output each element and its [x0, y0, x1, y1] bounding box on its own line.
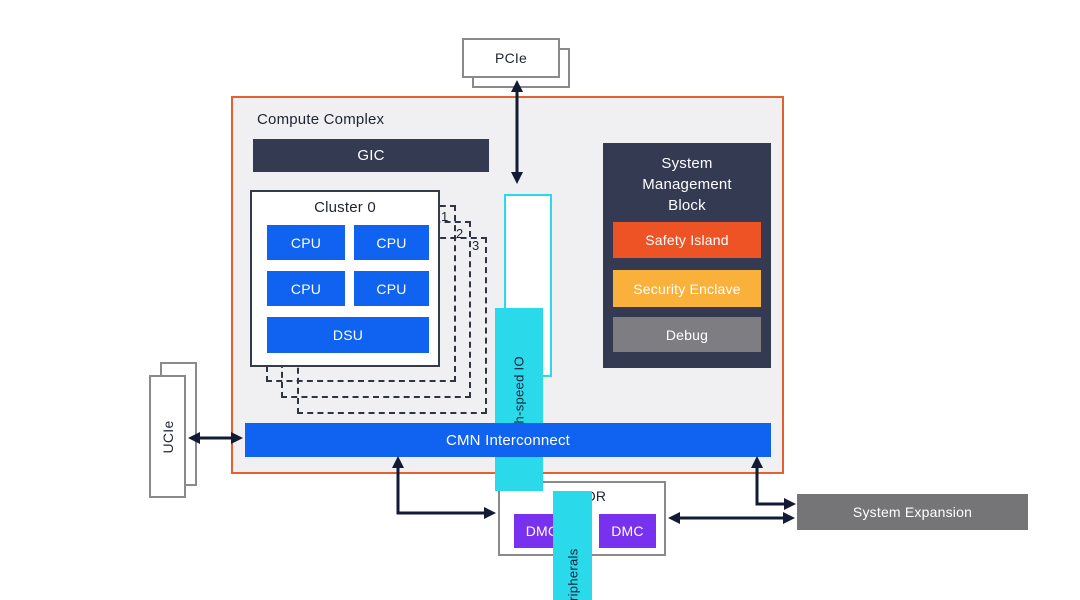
high-speed-io-box: High-speed IO — [495, 308, 543, 491]
cluster-3-number: 3 — [472, 238, 480, 253]
ucie-label: UCIe — [159, 419, 176, 454]
smb-title: System Management Block — [642, 155, 732, 214]
gic-label: GIC — [357, 147, 385, 164]
cpu-box-3: CPU — [267, 271, 345, 306]
peripherals-box: Peripherals — [553, 491, 592, 600]
dmc-label-2: DMC — [611, 523, 644, 539]
cluster0-title: Cluster 0 — [314, 199, 376, 216]
safety-island-label: Safety Island — [645, 232, 729, 248]
cluster0-box: Cluster 0 CPU CPU CPU CPU DSU — [250, 190, 440, 367]
debug-label: Debug — [665, 326, 709, 343]
debug-box: Debug — [613, 317, 761, 352]
cpu-box-1: CPU — [267, 225, 345, 260]
safety-island-box: Safety Island — [613, 222, 761, 258]
ucie-box: UCIe — [149, 375, 186, 498]
system-expansion-label: System Expansion — [852, 504, 973, 520]
peripherals-label: Peripherals — [565, 547, 580, 600]
cpu-label-1: CPU — [290, 234, 322, 251]
cpu-box-4: CPU — [354, 271, 429, 306]
system-management-block: System Management Block Safety Island Se… — [603, 143, 771, 368]
pcie-box: PCIe — [462, 38, 560, 78]
cmn-interconnect-bar: CMN Interconnect — [245, 423, 771, 457]
cpu-label-2: CPU — [376, 234, 407, 251]
compute-complex-title: Compute Complex — [257, 111, 385, 128]
security-enclave-box: Security Enclave — [613, 270, 761, 307]
arrow-lpddr-systemexpansion — [668, 512, 795, 524]
cpu-label-3: CPU — [290, 280, 322, 297]
cluster-1-number: 1 — [441, 209, 449, 224]
dsu-box: DSU — [267, 317, 429, 353]
dmc-label-1: DMC — [525, 523, 559, 539]
dmc-box-2: DMC — [599, 514, 656, 548]
system-expansion-box: System Expansion — [797, 494, 1028, 530]
cpu-box-2: CPU — [354, 225, 429, 260]
security-enclave-label: Security Enclave — [633, 280, 741, 297]
dsu-label: DSU — [332, 327, 364, 343]
cpu-label-4: CPU — [376, 280, 407, 297]
pcie-label: PCIe — [495, 50, 527, 66]
cluster-2-number: 2 — [456, 226, 464, 241]
gic-block: GIC — [253, 139, 489, 172]
cmn-interconnect-label: CMN Interconnect — [445, 431, 571, 449]
